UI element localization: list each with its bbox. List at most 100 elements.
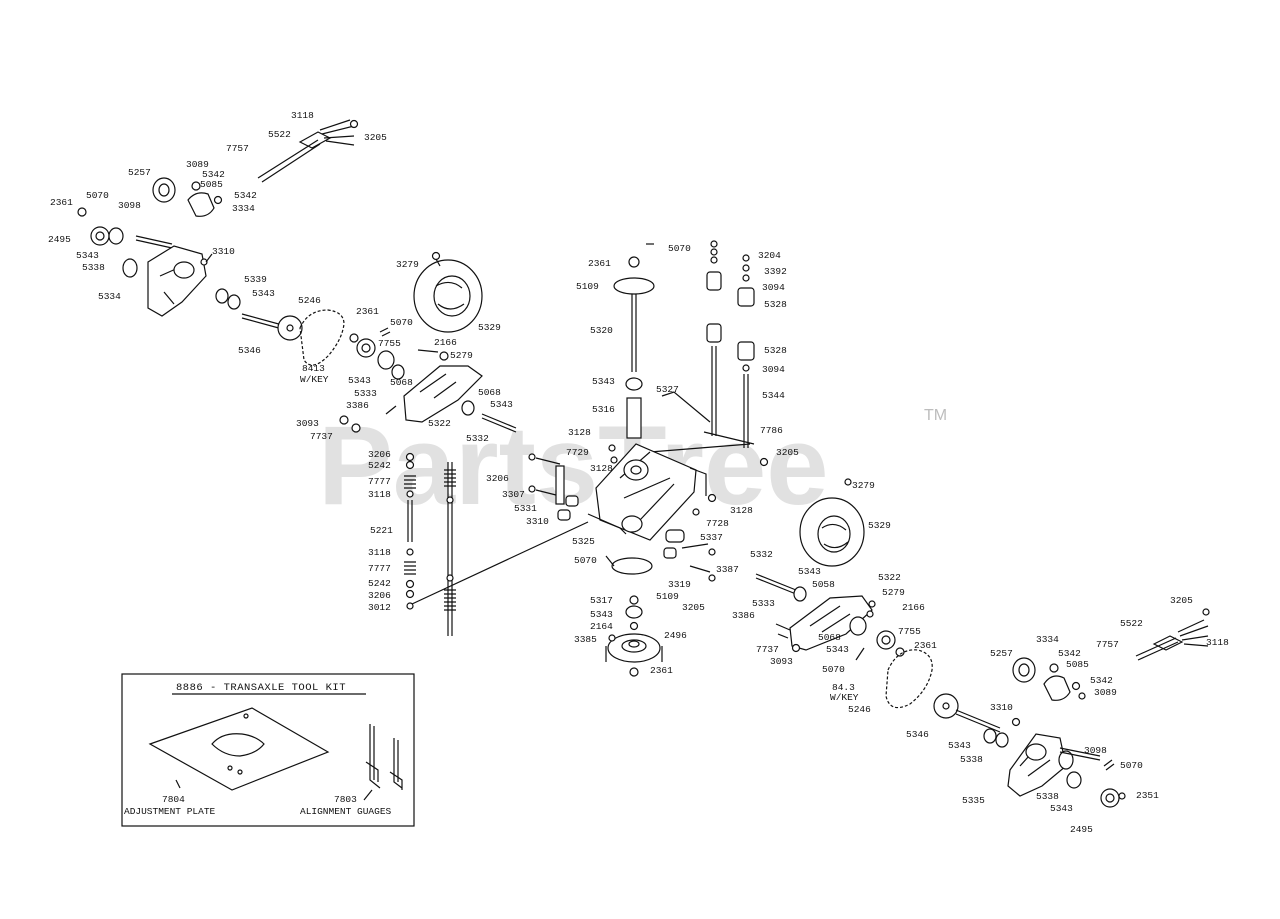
callout: 3307 — [502, 489, 525, 500]
callout: 3279 — [852, 480, 875, 491]
callout: 7729 — [566, 447, 589, 458]
callout: 5343 — [348, 375, 371, 386]
callout: 3128 — [590, 463, 613, 474]
callout: 5109 — [656, 591, 679, 602]
callout: 7728 — [706, 518, 729, 529]
callout: 3206 — [368, 590, 391, 601]
callout: 5522 — [268, 129, 291, 140]
callout: 5339 — [244, 274, 267, 285]
center-housing — [528, 240, 865, 677]
callout: 3206 — [486, 473, 509, 484]
callout: 5068 — [478, 387, 501, 398]
callout: 2495 — [1070, 824, 1093, 835]
alignment-gauges — [363, 724, 403, 801]
callout: 3205 — [1170, 595, 1193, 606]
callout: 5337 — [700, 532, 723, 543]
callout: 3310 — [526, 516, 549, 527]
callout: 5342 — [1090, 675, 1113, 686]
callout: 5334 — [98, 291, 121, 302]
callout: 2351 — [1136, 790, 1159, 801]
callout: 5070 — [390, 317, 413, 328]
callout: 2361 — [650, 665, 673, 676]
callout: 2164 — [590, 621, 613, 632]
callout: 5335 — [962, 795, 985, 806]
callout: 3310 — [212, 246, 235, 257]
callout: 2166 — [434, 337, 457, 348]
callout: 3118 — [368, 489, 391, 500]
callout: 5343 — [490, 399, 513, 410]
callout: 5343 — [948, 740, 971, 751]
callout: 3385 — [574, 634, 597, 645]
callout: 5085 — [1066, 659, 1089, 670]
callout: 7737 — [756, 644, 779, 655]
callout: 5221 — [370, 525, 393, 536]
callout: 84.3 — [832, 682, 855, 693]
callout: 3392 — [764, 266, 787, 277]
callout: 5331 — [514, 503, 537, 514]
callout: 5343 — [76, 250, 99, 261]
callout: 5522 — [1120, 618, 1143, 629]
adjustment-plate — [148, 707, 330, 791]
callout: 5317 — [590, 595, 613, 606]
callout: 5068 — [390, 377, 413, 388]
callout: 7755 — [898, 626, 921, 637]
callout: 5257 — [990, 648, 1013, 659]
callout: 3334 — [232, 203, 255, 214]
callout: 5343 — [592, 376, 615, 387]
callout: 3093 — [296, 418, 319, 429]
callout: 2496 — [664, 630, 687, 641]
callout: 5329 — [478, 322, 501, 333]
callout: 3118 — [368, 547, 391, 558]
callout: 3386 — [732, 610, 755, 621]
callout: 5346 — [238, 345, 261, 356]
callout: 2361 — [50, 197, 73, 208]
callout: 7755 — [378, 338, 401, 349]
callout: 5343 — [798, 566, 821, 577]
callout: 5070 — [668, 243, 691, 254]
alignment-gauges-label: ALIGNMENT GUAGES — [300, 806, 392, 817]
callout: 5279 — [882, 587, 905, 598]
callout: W/KEY — [300, 374, 329, 385]
callout: 5058 — [812, 579, 835, 590]
callout: 2361 — [356, 306, 379, 317]
adjustment-plate-label: ADJUSTMENT PLATE — [124, 806, 216, 817]
linkage-springs — [404, 452, 589, 636]
callout: 5070 — [86, 190, 109, 201]
callout: 3094 — [762, 282, 785, 293]
callout: 5328 — [764, 345, 787, 356]
callout: 5325 — [572, 536, 595, 547]
callout: 7777 — [368, 563, 391, 574]
callout: 5343 — [590, 609, 613, 620]
callout: 5338 — [1036, 791, 1059, 802]
callout: 5322 — [428, 418, 451, 429]
callout: 5242 — [368, 460, 391, 471]
callout: 5338 — [960, 754, 983, 765]
callout: 8413 — [302, 363, 325, 374]
callout: 3089 — [1094, 687, 1117, 698]
callout: 3118 — [1206, 637, 1229, 648]
callout: 5246 — [298, 295, 321, 306]
callout: 3089 — [186, 159, 209, 170]
tool-kit-title: 8886 - TRANSAXLE TOOL KIT — [176, 682, 346, 694]
part-callouts: 3118 5522 3205 7757 5257 3089 5342 5085 … — [48, 110, 1229, 835]
transaxle-tool-kit: 8886 - TRANSAXLE TOOL KIT 7804 ADJUSTMEN… — [121, 673, 415, 827]
callout: 7757 — [226, 143, 249, 154]
adjustment-plate-number: 7804 — [162, 794, 185, 805]
right-drive-assembly — [755, 573, 1210, 808]
callout: 3279 — [396, 259, 419, 270]
callout: 3098 — [1084, 745, 1107, 756]
callout: 5342 — [234, 190, 257, 201]
tool-kit-frame — [121, 673, 415, 827]
callout: 3098 — [118, 200, 141, 211]
callout: 5070 — [1120, 760, 1143, 771]
callout: 3205 — [364, 132, 387, 143]
callout: 3012 — [368, 602, 391, 613]
callout: 5327 — [656, 384, 679, 395]
callout: 5316 — [592, 404, 615, 415]
callout: 5085 — [200, 179, 223, 190]
callout: 3205 — [776, 447, 799, 458]
alignment-gauges-number: 7803 — [334, 794, 357, 805]
callout: 2166 — [902, 602, 925, 613]
